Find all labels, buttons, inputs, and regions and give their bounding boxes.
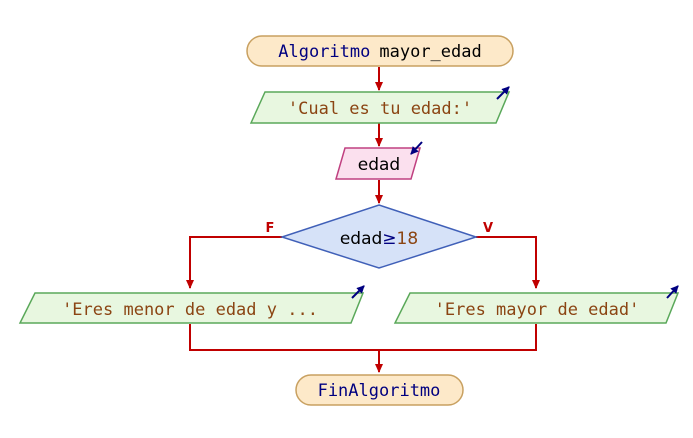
connectors [186,67,540,373]
output-arrow-icon [496,86,510,100]
prompt-output-node[interactable]: 'Cual es tu edad:' [249,86,511,124]
true-output-text: 'Eres mayor de edad' [435,300,640,320]
input-arrow-icon [410,141,423,155]
output-arrow-icon [351,285,365,299]
false-branch-label: F [266,221,275,236]
end-shape [295,374,464,406]
start-shape [246,35,514,67]
input-node[interactable]: edad [335,141,423,180]
decision-node[interactable]: edad≥18 [279,204,479,269]
decision-shape [279,204,479,269]
false-output-shape [18,292,365,324]
end-node[interactable]: FinAlgoritmo [295,374,464,406]
true-output-node[interactable]: 'Eres mayor de edad' [393,285,680,324]
end-label: FinAlgoritmo [318,381,441,401]
prompt-output-text: 'Cual es tu edad:' [288,99,472,119]
connector-false-branch [186,236,282,289]
true-output-shape [393,292,680,324]
prompt-output-shape [249,91,511,124]
output-arrow-icon [666,285,679,299]
decision-condition: edad≥18 [340,229,418,249]
true-branch-label: V [483,221,493,236]
false-output-text: 'Eres menor de edad y ... [62,300,318,320]
input-variable-text: edad [358,155,400,175]
connector-false-merge [189,324,379,351]
connector-true-merge [379,324,537,351]
false-output-node[interactable]: 'Eres menor de edad y ... [18,285,365,324]
input-shape [335,147,421,180]
connector-true-branch [476,236,540,289]
